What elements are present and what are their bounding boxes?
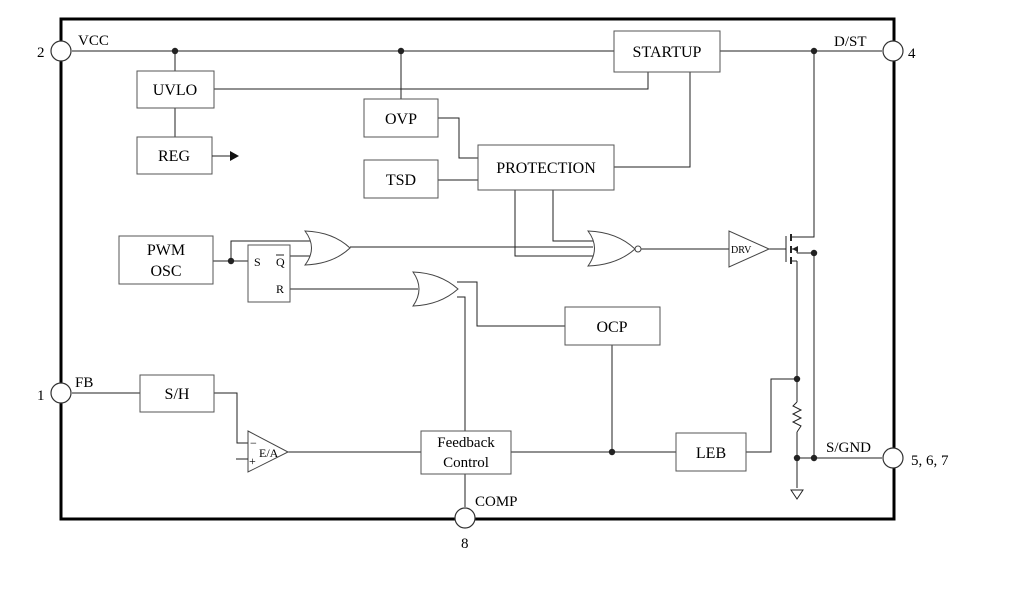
latch-r-label: R <box>276 282 284 296</box>
drv-label: DRV <box>731 245 752 256</box>
startup-block: STARTUP <box>613 30 721 73</box>
ea-label: E/A <box>259 446 279 460</box>
ground-icon <box>790 489 804 500</box>
feedback-control-block: Feedback Control <box>420 430 512 475</box>
uvlo-label: UVLO <box>153 82 197 99</box>
drv-buffer: DRV <box>728 230 771 268</box>
pin-vcc-number: 2 <box>37 45 45 61</box>
pin-fb: 1 FB <box>37 375 93 404</box>
nor-gate-icon <box>586 230 636 267</box>
uvlo-block: UVLO <box>136 70 215 109</box>
pin-comp: 8 COMP <box>454 494 518 552</box>
protection-block: PROTECTION <box>477 144 615 191</box>
sh-block: S/H <box>139 374 215 413</box>
pin-dst: 4 D/ST <box>834 34 916 62</box>
latch-s-label: S <box>254 255 261 269</box>
error-amplifier: − + E/A <box>236 430 290 473</box>
pin-fb-name: FB <box>75 375 93 391</box>
pin-dst-number: 4 <box>908 46 916 62</box>
pin-dst-name: D/ST <box>834 34 867 50</box>
sh-label: S/H <box>165 386 190 403</box>
ovp-block: OVP <box>363 98 439 138</box>
reset-or-gate-icon <box>412 271 459 307</box>
or-gate-icon <box>303 230 351 266</box>
wires <box>72 50 882 507</box>
latch-q-label: Q <box>276 255 285 269</box>
leb-label: LEB <box>696 445 726 462</box>
pin-comp-name: COMP <box>475 494 518 510</box>
protection-label: PROTECTION <box>496 160 596 177</box>
pin-fb-number: 1 <box>37 388 45 404</box>
control-label: Control <box>443 455 489 471</box>
tsd-label: TSD <box>386 172 416 189</box>
leb-block: LEB <box>675 432 747 472</box>
chip-outline <box>59 17 896 521</box>
ovp-label: OVP <box>385 111 417 128</box>
reg-label: REG <box>158 148 190 165</box>
tsd-block: TSD <box>363 159 439 199</box>
pin-comp-number: 8 <box>461 536 469 552</box>
sense-resistor-icon <box>791 401 803 433</box>
svg-text:+: + <box>249 454 256 468</box>
power-mosfet-icon <box>785 234 798 264</box>
pin-sgnd: 5, 6, 7 S/GND <box>826 440 949 469</box>
ocp-label: OCP <box>596 319 627 336</box>
reg-block: REG <box>136 136 239 175</box>
pin-vcc: 2 VCC <box>37 33 109 62</box>
sr-latch: S Q R <box>247 244 291 303</box>
pwm-label: PWM <box>147 242 185 259</box>
svg-text:−: − <box>250 436 257 450</box>
pwm-osc-block: PWM OSC <box>118 235 214 285</box>
pin-sgnd-name: S/GND <box>826 440 871 456</box>
startup-label: STARTUP <box>633 44 702 61</box>
feedback-label: Feedback <box>437 435 495 451</box>
reg-output-arrow-icon <box>230 151 239 161</box>
pin-vcc-name: VCC <box>78 33 109 49</box>
nor-bubble-icon <box>634 245 642 253</box>
pin-sgnd-number: 5, 6, 7 <box>911 453 949 469</box>
ocp-block: OCP <box>564 306 661 346</box>
osc-label: OSC <box>150 263 181 280</box>
junction-dots <box>171 47 818 462</box>
